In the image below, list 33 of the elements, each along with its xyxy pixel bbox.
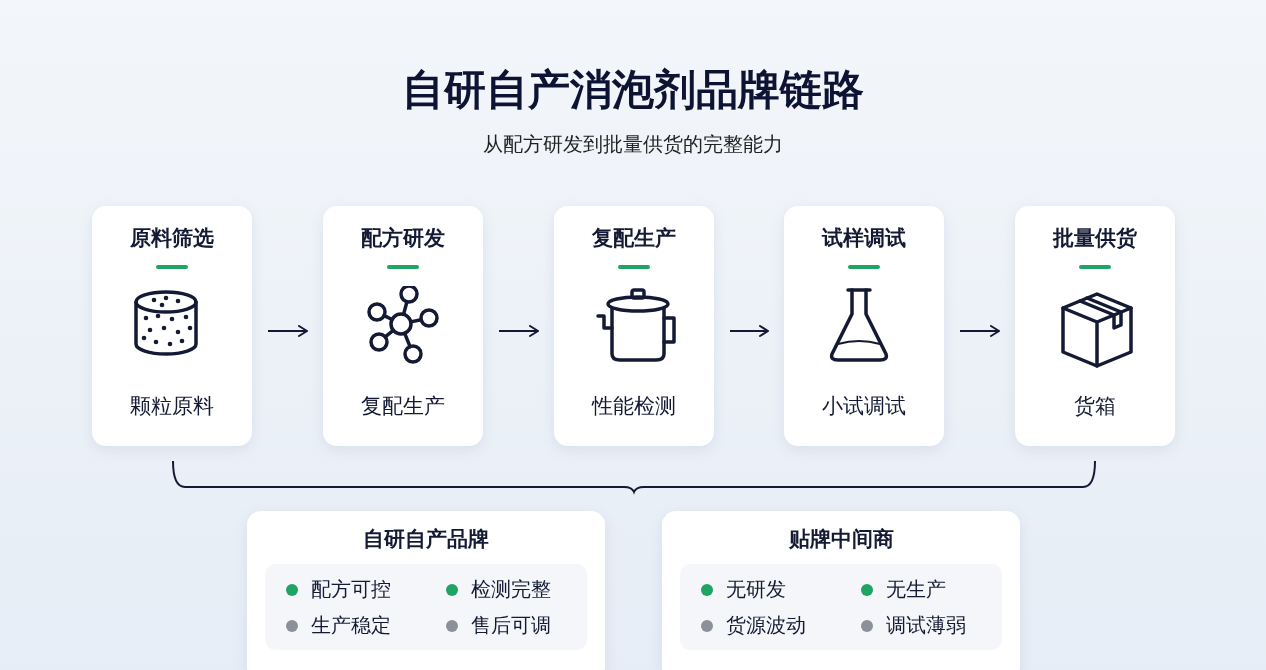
step-card <box>323 206 483 446</box>
comparison-card <box>247 511 605 670</box>
card-title: 复配生产 <box>591 225 677 252</box>
card-caption: 性能检测 <box>590 393 677 420</box>
list-item: 检测完整 <box>471 576 551 603</box>
card-title: 自研自产品牌 <box>362 526 490 553</box>
page-subtitle: 从配方研发到批量供货的完整能力 <box>482 131 784 158</box>
card-caption: 货箱 <box>1073 393 1117 420</box>
card-title: 原料筛选 <box>129 225 215 252</box>
list-item: 调试薄弱 <box>886 612 966 639</box>
step-card <box>784 206 944 446</box>
arrow <box>729 325 769 337</box>
list-item: 无生产 <box>886 576 946 603</box>
comparison-card <box>662 511 1020 670</box>
arrow <box>498 325 539 337</box>
step-card <box>554 206 714 446</box>
page-title: 自研自产消泡剂品牌链路 <box>401 64 865 116</box>
card-title: 贴牌中间商 <box>787 526 895 553</box>
card-caption: 颗粒原料 <box>129 393 215 420</box>
card-caption: 小试调试 <box>821 393 907 420</box>
step-card <box>1015 206 1175 446</box>
card-title: 配方研发 <box>360 225 446 252</box>
list-item: 配方可控 <box>311 576 391 603</box>
step-card <box>92 206 252 446</box>
arrow <box>959 325 1000 337</box>
list-item: 生产稳定 <box>311 612 391 639</box>
card-title: 试样调试 <box>820 225 907 252</box>
list-item: 售后可调 <box>471 612 551 639</box>
list-item: 货源波动 <box>726 612 806 639</box>
card-caption: 复配生产 <box>360 393 446 420</box>
card-title: 批量供货 <box>1051 225 1138 252</box>
list-item: 无研发 <box>726 576 786 603</box>
arrow <box>267 325 308 337</box>
